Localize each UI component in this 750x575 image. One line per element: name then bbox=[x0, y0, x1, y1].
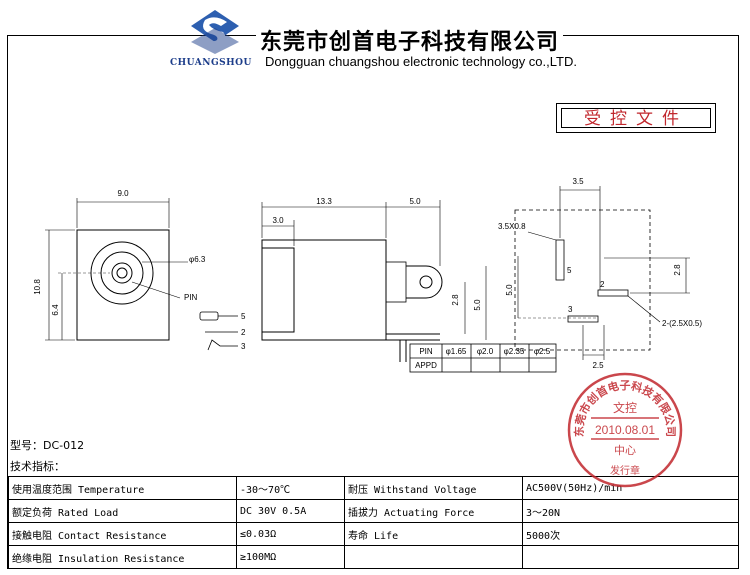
pin-label-2: 2 bbox=[241, 328, 246, 337]
company-name-en: Dongguan chuangshou electronic technolog… bbox=[262, 54, 580, 69]
technical-drawing: 9.0 10.8 6.4 φ6.3 PIN 5 2 3 13.3 3.0 5.0… bbox=[33, 177, 702, 373]
spec-cell: 接触电阻 Contact Resistance bbox=[8, 522, 237, 546]
pcb-label-5: 5 bbox=[567, 266, 572, 275]
chuangshou-logo bbox=[191, 10, 239, 54]
company-name-cn: 东莞市创首电子科技有限公司 bbox=[256, 24, 564, 56]
spec-cell: 耐压 Withstand Voltage bbox=[344, 476, 523, 500]
spec-cell bbox=[522, 545, 739, 569]
pcb-right-dim: 2.8 bbox=[673, 264, 682, 276]
pcb-label-2: 2 bbox=[600, 280, 605, 289]
spec-cell: 使用温度范围 Temperature bbox=[8, 476, 237, 500]
spec-cell: DC 30V 0.5A bbox=[236, 499, 345, 523]
pcb-bottom-dim: 2.5 bbox=[592, 361, 604, 370]
controlled-document-label: 受控文件 bbox=[561, 108, 711, 129]
stamp-center: 中心 bbox=[614, 444, 636, 457]
spec-title: 技术指标： bbox=[10, 460, 65, 473]
pin-table-header-1: φ1.65 bbox=[446, 347, 467, 356]
spec-cell: 插拔力 Actuating Force bbox=[344, 499, 523, 523]
spec-table: 使用温度范围 Temperature -30～70℃ 耐压 Withstand … bbox=[8, 476, 739, 569]
pin-label-3: 3 bbox=[241, 342, 246, 351]
spec-cell: ≤0.03Ω bbox=[236, 522, 345, 546]
front-view bbox=[45, 198, 188, 341]
front-width-dim: 9.0 bbox=[117, 189, 129, 198]
table-row: 使用温度范围 Temperature -30～70℃ 耐压 Withstand … bbox=[8, 476, 739, 500]
pin-table-row-label: APPD bbox=[415, 361, 437, 370]
stamp-title: 文控 bbox=[613, 400, 637, 415]
table-row: 额定负荷 Rated Load DC 30V 0.5A 插拔力 Actuatin… bbox=[8, 499, 739, 523]
spec-cell bbox=[344, 545, 523, 569]
pin-label-5: 5 bbox=[241, 312, 246, 321]
pin-table-header-3: φ2.35 bbox=[504, 347, 525, 356]
pcb-slot-note: 2-(2.5X0.5) bbox=[662, 319, 702, 328]
spec-cell: 3～20N bbox=[522, 499, 739, 523]
company-seal-stamp: 东莞市创首电子科技有限公司 文控 2010.08.01 中心 发行章 bbox=[567, 372, 683, 488]
side-tab-dim: 5.0 bbox=[409, 197, 421, 206]
front-height-dim: 10.8 bbox=[33, 279, 42, 295]
hole-dim: φ6.3 bbox=[189, 255, 206, 264]
pin-table bbox=[409, 343, 557, 373]
side-pin-height-dim: 5.0 bbox=[473, 299, 482, 311]
pcb-height-dim: 5.0 bbox=[505, 284, 514, 296]
table-row: 接触电阻 Contact Resistance ≤0.03Ω 寿命 Life 5… bbox=[8, 522, 739, 546]
pin-symbol bbox=[199, 311, 238, 351]
spec-cell: 额定负荷 Rated Load bbox=[8, 499, 237, 523]
front-offset-dim: 6.4 bbox=[51, 304, 60, 316]
pin-table-header-4: φ2.5 bbox=[534, 347, 551, 356]
pin-callout: PIN bbox=[184, 293, 198, 302]
pcb-label-3: 3 bbox=[568, 305, 573, 314]
table-row: 绝缘电阻 Insulation Resistance ≥100MΩ bbox=[8, 545, 739, 569]
pcb-top-dim: 3.5 bbox=[572, 177, 584, 186]
spec-cell: ≥100MΩ bbox=[236, 545, 345, 569]
side-tab-height-dim: 2.8 bbox=[451, 294, 460, 306]
stamp-bottom: 发行章 bbox=[610, 464, 640, 477]
pcb-slot-dim: 3.5X0.8 bbox=[498, 222, 526, 231]
spec-cell: 5000次 bbox=[522, 522, 739, 546]
side-view bbox=[261, 200, 487, 362]
logo-text: CHUANGSHOU bbox=[170, 58, 252, 68]
pcb-layout bbox=[514, 186, 690, 360]
spec-cell: -30～70℃ bbox=[236, 476, 345, 500]
stamp-date: 2010.08.01 bbox=[595, 423, 655, 437]
pin-table-header-2: φ2.0 bbox=[477, 347, 494, 356]
side-front-dim: 3.0 bbox=[272, 216, 284, 225]
controlled-document-box: 受控文件 bbox=[556, 103, 716, 133]
spec-cell: 寿命 Life bbox=[344, 522, 523, 546]
spec-cell: 绝缘电阻 Insulation Resistance bbox=[8, 545, 237, 569]
side-length-dim: 13.3 bbox=[316, 197, 332, 206]
model-number: 型号：DC-012 bbox=[10, 439, 85, 452]
pin-table-header-0: PIN bbox=[419, 347, 433, 356]
